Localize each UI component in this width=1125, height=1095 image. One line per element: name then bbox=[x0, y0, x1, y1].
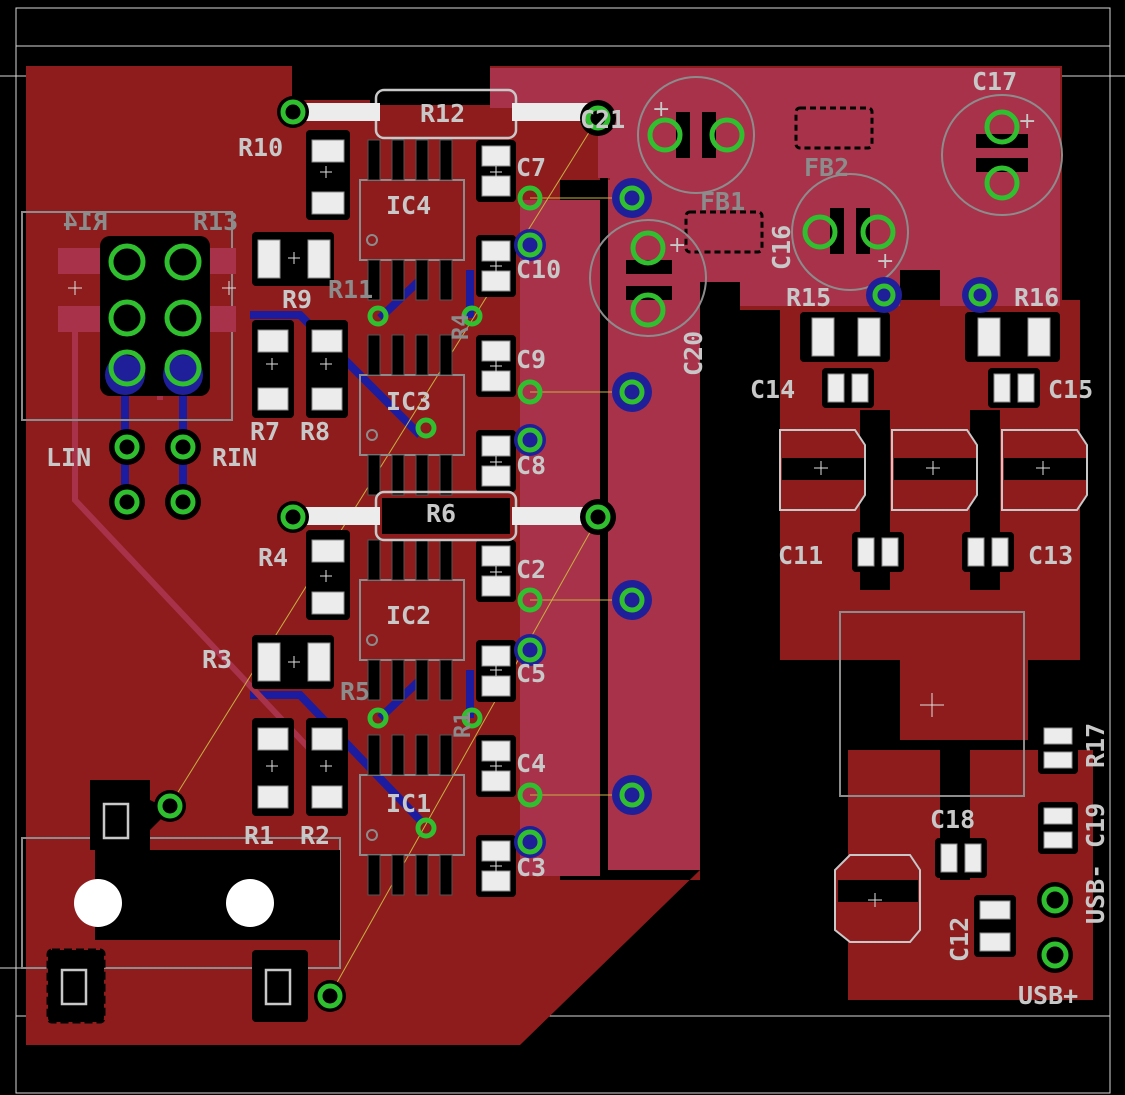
label-c4: C4 bbox=[516, 749, 546, 778]
label-r9: R9 bbox=[282, 285, 312, 314]
label-c19: C19 bbox=[1081, 803, 1110, 848]
silkscreen-labels: R12 R10 C21 C7 IC4 R14 R13 C10 R11 R9 R7… bbox=[46, 67, 1110, 1010]
label-r6: R6 bbox=[426, 499, 456, 528]
label-r2: R2 bbox=[300, 821, 330, 850]
label-r10: R10 bbox=[238, 133, 283, 162]
label-r7: R7 bbox=[250, 417, 280, 446]
label-c11: C11 bbox=[778, 541, 823, 570]
label-fb2: FB2 bbox=[804, 153, 849, 182]
smd-components bbox=[252, 88, 1088, 957]
label-c17: C17 bbox=[972, 67, 1017, 96]
label-rin: RIN bbox=[212, 443, 257, 472]
label-c13: C13 bbox=[1028, 541, 1073, 570]
label-r17: R17 bbox=[1081, 723, 1110, 768]
potentiometer-outline bbox=[21, 780, 341, 1024]
label-r4: R4 bbox=[258, 543, 288, 572]
label-usb-plus: USB+ bbox=[1018, 981, 1078, 1010]
svg-text:+: + bbox=[652, 97, 670, 122]
label-r11: R11 bbox=[328, 275, 373, 304]
label-r12: R12 bbox=[420, 99, 465, 128]
origin-markers bbox=[68, 166, 1050, 907]
label-r8: R8 bbox=[300, 417, 330, 446]
label-ic2: IC2 bbox=[386, 601, 431, 630]
label-c2: C2 bbox=[516, 555, 546, 584]
svg-text:+: + bbox=[1018, 109, 1036, 134]
label-r1: R1 bbox=[244, 821, 274, 850]
th-pads bbox=[108, 96, 1073, 1012]
label-c5: C5 bbox=[516, 659, 546, 688]
svg-text:+: + bbox=[668, 233, 686, 258]
regulator-outline bbox=[839, 611, 1025, 797]
label-r16: R16 bbox=[1014, 283, 1059, 312]
label-c14: C14 bbox=[750, 375, 795, 404]
label-r13: R13 bbox=[193, 207, 238, 236]
ic-outlines bbox=[359, 139, 465, 896]
label-c21: C21 bbox=[580, 105, 625, 134]
label-fb1: FB1 bbox=[700, 187, 745, 216]
label-r5: R5 bbox=[340, 677, 370, 706]
label-r3: R3 bbox=[202, 645, 232, 674]
label-c8: C8 bbox=[516, 451, 546, 480]
label-r1-mirror: R1 bbox=[451, 712, 476, 739]
label-c7: C7 bbox=[516, 153, 546, 182]
label-lin: LIN bbox=[46, 443, 91, 472]
polarity-marks: + + + + bbox=[652, 97, 1036, 274]
label-c16: C16 bbox=[767, 225, 796, 270]
svg-text:+: + bbox=[876, 249, 894, 274]
label-ic4: IC4 bbox=[386, 191, 431, 220]
label-ic1: IC1 bbox=[386, 789, 431, 818]
label-c20: C20 bbox=[679, 331, 708, 376]
label-c12: C12 bbox=[945, 917, 974, 962]
label-r14: R14 bbox=[63, 207, 108, 236]
label-c3: C3 bbox=[516, 853, 546, 882]
label-usb-minus: USB- bbox=[1081, 864, 1110, 924]
label-c10: C10 bbox=[516, 255, 561, 284]
label-c15: C15 bbox=[1048, 375, 1093, 404]
label-c9: C9 bbox=[516, 345, 546, 374]
label-c18: C18 bbox=[930, 805, 975, 834]
th-capacitors bbox=[589, 76, 1063, 337]
label-r15: R15 bbox=[786, 283, 831, 312]
label-r4-mirror: R4 bbox=[449, 314, 474, 341]
label-ic3: IC3 bbox=[386, 387, 431, 416]
